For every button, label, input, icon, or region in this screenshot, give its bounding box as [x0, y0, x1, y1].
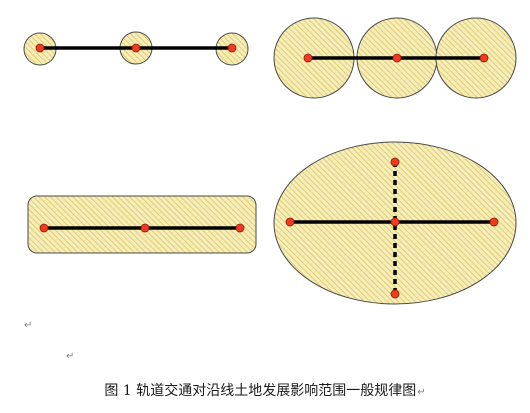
paragraph-mark: ↵: [24, 320, 33, 331]
figure-caption: 图 1 轨道交通对沿线土地发展影响范围一般规律图↵: [0, 380, 530, 400]
station-dot: [140, 223, 150, 233]
station-dot: [227, 43, 237, 53]
station-dot: [39, 223, 49, 233]
station-dot: [303, 53, 313, 63]
station-dot: [390, 157, 400, 167]
station-dot: [285, 217, 295, 227]
station-dot: [392, 53, 402, 63]
panel-ellipse-network: [273, 141, 517, 305]
panel-small-circles: [23, 31, 249, 66]
station-dot: [489, 217, 499, 227]
station-dot: [390, 217, 400, 227]
paragraph-mark: ↵: [66, 351, 75, 362]
panel-large-circles: [273, 17, 517, 99]
station-dot: [235, 223, 245, 233]
panel-corridor: [27, 195, 257, 254]
station-dot: [479, 53, 489, 63]
paragraph-mark: ↵: [417, 387, 426, 398]
caption-text: 图 1 轨道交通对沿线土地发展影响范围一般规律图: [104, 383, 417, 399]
influence-zone-band: [27, 195, 257, 254]
station-dot: [35, 43, 45, 53]
station-dot: [131, 43, 141, 53]
station-dot: [390, 289, 400, 299]
